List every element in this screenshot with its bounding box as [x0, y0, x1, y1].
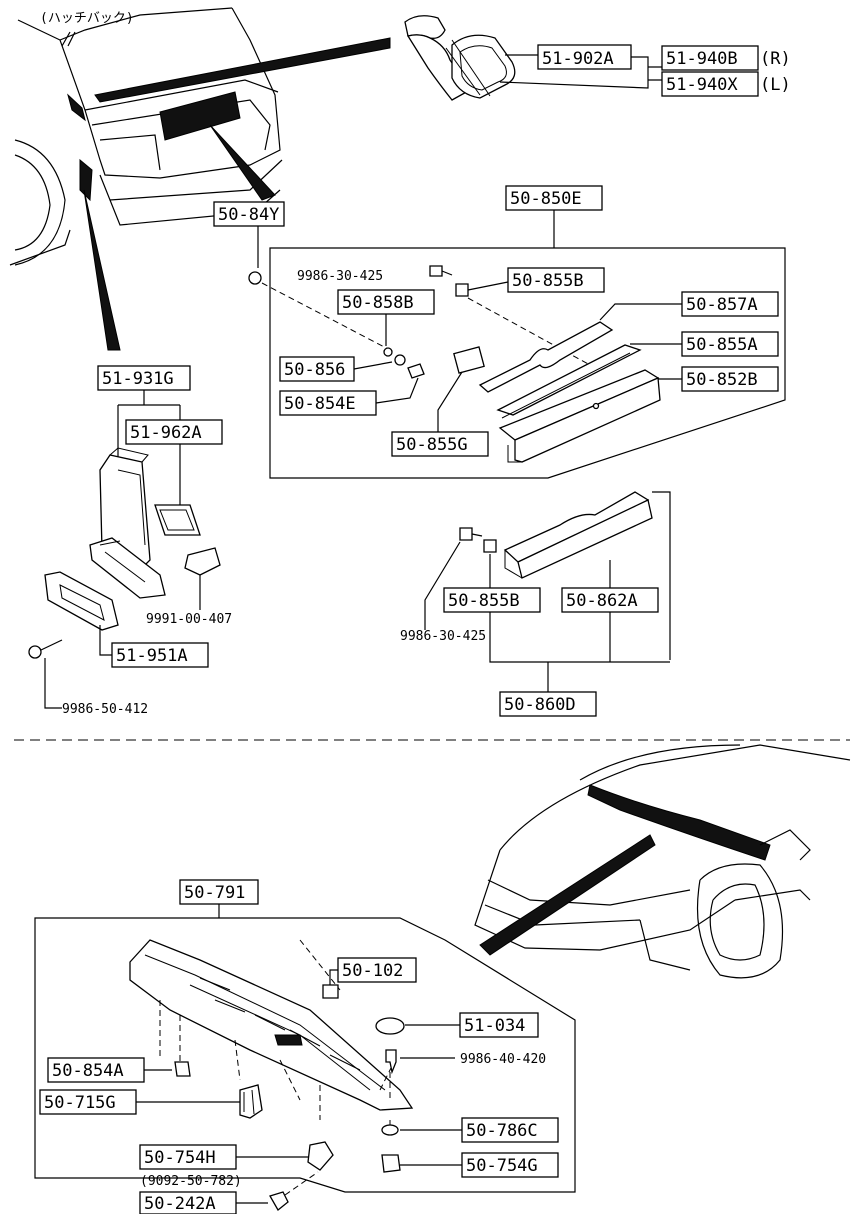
part-number-screw-9986-40-420: 9986-40-420: [460, 1052, 546, 1067]
part-number-51-931G: 51-931G: [102, 369, 174, 389]
part-number-50-855B: 50-855B: [512, 271, 584, 291]
part-number-50-854E: 50-854E: [284, 394, 356, 414]
reference-note-9092-50-782: (9092-50-782): [140, 1174, 242, 1189]
part-number-50-856: 50-856: [284, 360, 345, 380]
part-number-screw-9986-50-412: 9986-50-412: [62, 702, 148, 717]
car-type-note: (ハッチバック): [40, 11, 134, 26]
part-number-51-951A: 51-951A: [116, 646, 188, 666]
part-number-51-940B: 51-940B: [666, 49, 738, 69]
part-number-clip-9991-00-407: 9991-00-407: [146, 612, 232, 627]
part-number-50-858B: 50-858B: [342, 293, 414, 313]
part-number-50-862A: 50-862A: [566, 591, 638, 611]
car-rear-illustration: (ハッチバック): [9, 7, 391, 351]
garnish-2-group: 50-855B 50-862A 9986-30-425 50-860D: [400, 491, 671, 717]
part-number-50-754G: 50-754G: [466, 1156, 538, 1176]
part-number-50-754H: 50-754H: [144, 1148, 216, 1168]
part-number-50-855G: 50-855G: [396, 435, 468, 455]
duct-set-group: 51-931G 51-962A 9991-00-407 51-951A 9986…: [28, 365, 232, 717]
part-number-50-102: 50-102: [342, 961, 403, 981]
part-number-50-852B: 50-852B: [686, 370, 758, 390]
part-number-50-854A: 50-854A: [52, 1061, 124, 1081]
part-number-51-034: 51-034: [464, 1016, 525, 1036]
garnish-set-group: 50-84Y 50-850E 9986-30-425 50-855B 50-85…: [213, 185, 786, 479]
car-front-illustration: [474, 744, 851, 979]
part-number-51-902A: 51-902A: [542, 49, 614, 69]
part-number-51-962A: 51-962A: [130, 423, 202, 443]
part-number-50-786C: 50-786C: [466, 1121, 538, 1141]
part-box: [537, 44, 632, 70]
part-number-screw-9986-30-425-b: 9986-30-425: [400, 629, 486, 644]
part-number-50-857A: 50-857A: [686, 295, 758, 315]
cowl-set-group: 50-791 50-102 51-034 9986-40-420 50-854A…: [34, 879, 576, 1215]
part-number-50-715G: 50-715G: [44, 1093, 116, 1113]
part-number-51-940X: 51-940X: [666, 75, 738, 95]
part-number-screw-9986-30-425: 9986-30-425: [297, 269, 383, 284]
part-number-50-242A: 50-242A: [144, 1194, 216, 1214]
part-number-50-84Y: 50-84Y: [218, 205, 279, 225]
part-number-50-791: 50-791: [184, 883, 245, 903]
part-number-50-860D: 50-860D: [504, 695, 576, 715]
side-right: (R): [760, 49, 791, 69]
rear-duct-group: 51-902A 51-940B (R) 51-940X (L): [404, 15, 791, 101]
part-number-50-855B-b: 50-855B: [448, 591, 520, 611]
side-left: (L): [760, 75, 791, 95]
part-number-50-855A: 50-855A: [686, 335, 758, 355]
part-number-50-850E: 50-850E: [510, 189, 582, 209]
